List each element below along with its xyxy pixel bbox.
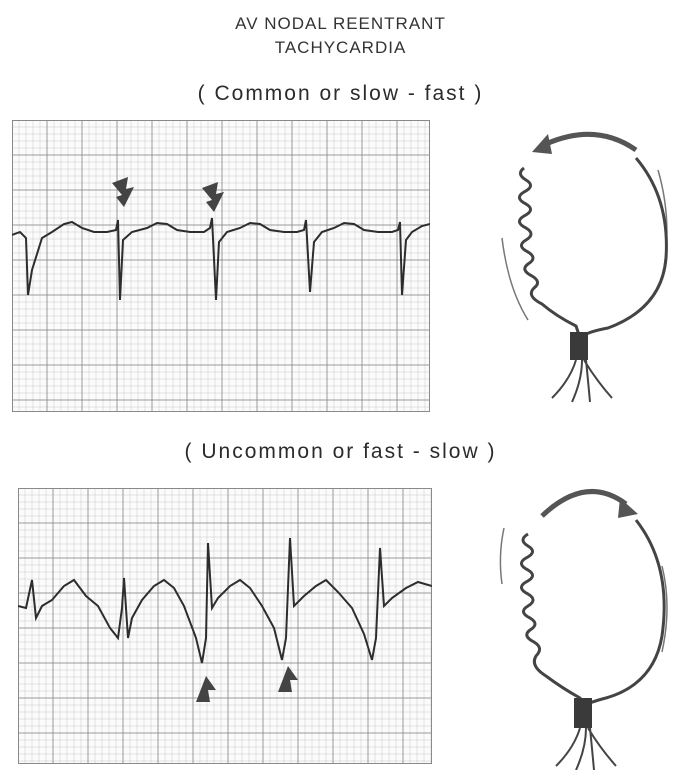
panel-uncommon-subtitle: ( Uncommon or fast - slow ) <box>0 440 681 464</box>
circuit-arrow-arc <box>542 492 626 517</box>
arrow-right-icon <box>618 498 638 518</box>
reentry-circuit-uncommon <box>486 476 676 770</box>
arrow-left-icon <box>532 134 552 154</box>
figure-title-line1: AV NODAL REENTRANT <box>0 14 681 34</box>
ecg-strip-uncommon <box>18 488 432 764</box>
ecg-grid <box>12 120 430 412</box>
his-bundle <box>552 360 612 402</box>
av-node <box>574 698 592 728</box>
ecg-strip-common <box>12 120 430 412</box>
fast-pathway <box>584 520 664 706</box>
slow-pathway <box>519 168 580 338</box>
slow-pathway <box>521 534 584 706</box>
figure-title-line2: TACHYCARDIA <box>0 38 681 58</box>
ecg-grid <box>18 488 432 764</box>
circuit-arrow-arc <box>546 134 636 150</box>
reentry-circuit-common <box>486 118 676 410</box>
fast-pathway <box>580 158 666 338</box>
av-node <box>570 332 588 360</box>
panel-common-subtitle: ( Common or slow - fast ) <box>0 82 681 106</box>
his-bundle <box>556 728 616 770</box>
